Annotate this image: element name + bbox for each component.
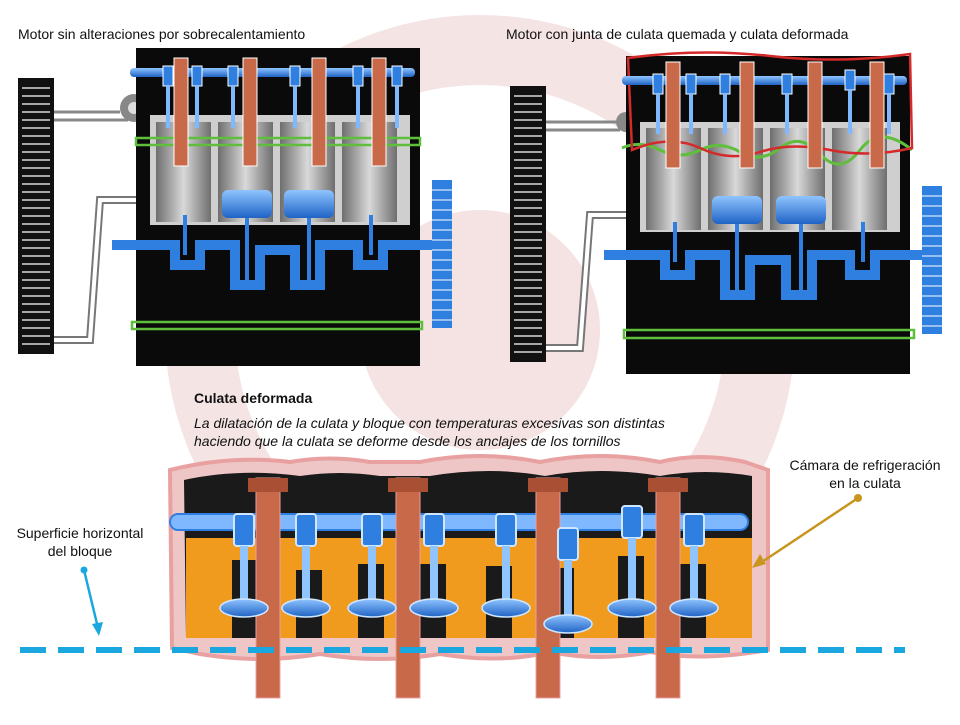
cooling-chamber-pointer xyxy=(752,494,862,568)
warped-head-detail xyxy=(167,454,770,699)
left-radiator xyxy=(18,78,54,354)
right-camshaft xyxy=(622,76,907,85)
cooling-chamber-label-line1: Cámara de refrigeración xyxy=(789,457,941,473)
cooling-chamber-label-line2: en la culata xyxy=(829,475,901,491)
left-panel-title: Motor sin alteraciones por sobrecalentam… xyxy=(18,26,306,42)
block-surface-label: Superficie horizontal del bloque xyxy=(0,524,160,560)
right-engine xyxy=(510,51,942,374)
warped-head-outline xyxy=(626,51,914,158)
block-surface-label-line1: Superficie horizontal xyxy=(16,525,144,541)
detail-description-line1: La dilatación de la culata y bloque con … xyxy=(194,415,665,431)
right-burned-gasket xyxy=(621,135,913,166)
left-oil-pan-gasket xyxy=(130,320,424,331)
cooling-chamber-label: Cámara de refrigeración en la culata xyxy=(770,456,960,492)
detail-heading: Culata deformada xyxy=(194,390,313,406)
detail-valves xyxy=(219,505,719,634)
block-surface-pointer xyxy=(80,566,103,636)
left-engine xyxy=(18,48,452,366)
right-panel-title: Motor con junta de culata quemada y cula… xyxy=(506,26,849,42)
right-oil-pan-gasket xyxy=(622,328,916,340)
block-surface-label-line2: del bloque xyxy=(47,543,113,559)
left-head-gasket xyxy=(134,136,422,147)
right-radiator xyxy=(510,86,546,362)
detail-description-line2: haciendo que la culata se deforme desde … xyxy=(194,433,621,449)
